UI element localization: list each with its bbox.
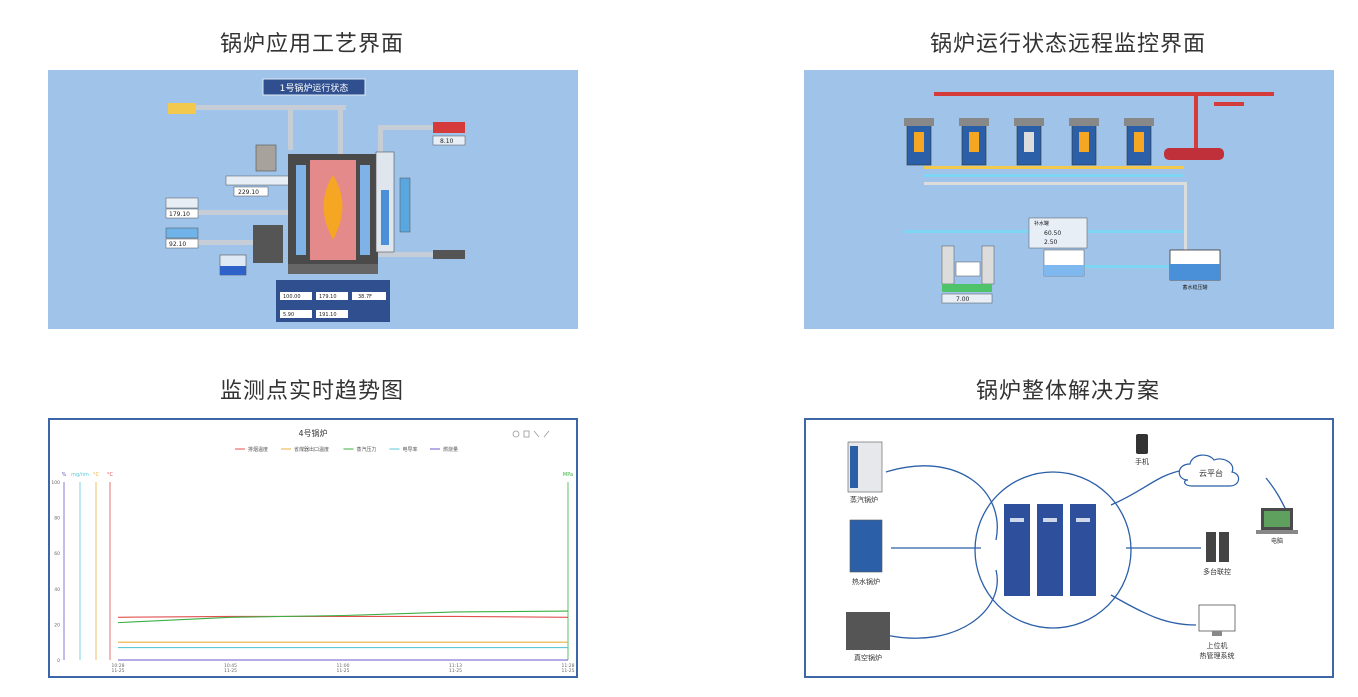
trend-series <box>117 610 569 661</box>
boiler-unit <box>1069 118 1099 166</box>
zoom-icon[interactable] <box>533 430 540 438</box>
legend-label[interactable]: 排烟温度 <box>248 446 268 453</box>
solution-panel: 蒸汽锅炉 热水锅炉 真空锅炉 手机 云平台 电脑 多台联控 上位机 热管理系统 <box>804 418 1334 678</box>
process-interface-panel: 1号锅炉运行状态 8.10 179.10 92.10 229.10 <box>48 70 578 329</box>
controller-cabinet-icon <box>1004 504 1096 596</box>
table-value-3: 5.90 <box>283 312 294 318</box>
x-tick-label: 11-25 <box>224 668 237 674</box>
computer-label: 电脑 <box>1271 537 1283 545</box>
remote-readout-2: 2.50 <box>1044 239 1058 246</box>
edit-icon[interactable] <box>543 430 550 438</box>
left-readout-1: 179.10 <box>169 211 190 218</box>
y-tick-label: 80 <box>54 516 60 522</box>
gas-inlet-tag <box>168 103 196 114</box>
x-tick-label: 10:45 <box>224 663 237 669</box>
inlet-label: 补水罐 <box>1034 220 1049 227</box>
remote-readout-3: 7.00 <box>956 296 970 303</box>
process-heading: 1号锅炉运行状态 <box>280 82 349 94</box>
left-readout-2: 92.10 <box>169 241 186 248</box>
section-title-trend: 监测点实时趋势图 <box>219 379 404 404</box>
table-value-4: 191.10 <box>319 312 337 318</box>
y-axis-unit: mg/nm <box>71 472 89 478</box>
y-axis-unit: °C <box>93 472 100 478</box>
y-tick-label: 0 <box>57 658 60 664</box>
boiler-unit <box>1014 118 1044 166</box>
phone-label: 手机 <box>1135 457 1149 466</box>
section-title-remote: 锅炉运行状态远程监控界面 <box>929 32 1206 57</box>
boiler-unit <box>1124 118 1154 166</box>
steam-readout: 8.10 <box>440 138 454 145</box>
y-tick-label: 60 <box>54 551 60 557</box>
x-tick-label: 11:28 <box>562 663 575 669</box>
cloud-label: 云平台 <box>1199 468 1223 478</box>
y-axis-unit: °C <box>107 472 114 478</box>
upper-computer-icon <box>1198 604 1236 632</box>
solution-diagram: 蒸汽锅炉 热水锅炉 真空锅炉 手机 云平台 电脑 多台联控 上位机 热管理系统 <box>846 434 1298 662</box>
steam-outlet-tag <box>433 122 465 133</box>
y-tick-label: 20 <box>54 622 60 628</box>
hot-water-boiler-label: 热水锅炉 <box>852 577 880 586</box>
trend-axes: %mg/nm°C°C100806040200MPa10:2811-2510:45… <box>51 472 574 674</box>
outlet-tag <box>433 250 465 259</box>
legend-label[interactable]: 省煤器出口温度 <box>294 446 329 453</box>
trend-chart-title: 4号锅炉 <box>298 428 327 438</box>
cloud-icon <box>1178 454 1240 487</box>
steam-boiler-label: 蒸汽锅炉 <box>850 495 878 504</box>
steam-header-drum <box>1164 148 1224 160</box>
multi-control-icon <box>1206 532 1216 562</box>
economizer <box>255 144 277 172</box>
x-tick-label: 11-25 <box>561 668 574 674</box>
trend-chart-panel: 4号锅炉 排烟温度 省煤器出口温度 蒸汽压力 电导率 燃烧量 % mg/nm °C °C 100… <box>48 418 578 678</box>
legend-label[interactable]: 电导率 <box>403 446 418 453</box>
table-value-1: 100.00 <box>283 294 301 300</box>
storage-tank-label: 蓄水稳压罐 <box>1182 284 1207 291</box>
table-value-5: 38.7F <box>358 294 372 300</box>
heat-system-label: 热管理系统 <box>1200 651 1235 660</box>
vacuum-boiler-label: 真空锅炉 <box>854 653 882 662</box>
hot-water-boiler-icon <box>849 519 883 573</box>
main-readout: 229.10 <box>238 189 259 196</box>
flame-icon <box>323 175 343 240</box>
y-tick-label: 100 <box>51 480 60 486</box>
boiler-unit <box>904 118 934 166</box>
remote-monitor-panel: 7.00 补水罐 60.50 2.50 蓄水稳压罐 <box>804 70 1334 329</box>
x-tick-label: 11-25 <box>111 668 124 674</box>
trend-legend: 排烟温度 省煤器出口温度 蒸汽压力 电导率 燃烧量 <box>235 446 458 453</box>
heat-exchanger <box>253 225 283 263</box>
x-tick-label: 11-25 <box>336 668 349 674</box>
right-axis-unit: MPa <box>563 472 573 478</box>
x-tick-label: 10:28 <box>112 663 125 669</box>
process-diagram: 1号锅炉运行状态 8.10 179.10 92.10 229.10 <box>165 78 466 322</box>
upper-computer-label: 上位机 <box>1207 641 1228 650</box>
vacuum-boiler-icon <box>846 612 890 650</box>
remote-diagram: 7.00 补水罐 60.50 2.50 蓄水稳压罐 <box>904 92 1274 304</box>
y-axis-unit: % <box>62 472 67 478</box>
central-circle <box>974 471 1132 629</box>
toolbox-icons[interactable] <box>512 430 550 438</box>
table-value-2: 179.10 <box>319 294 337 300</box>
x-tick-label: 11:13 <box>449 663 462 669</box>
trend-chart: 4号锅炉 排烟温度 省煤器出口温度 蒸汽压力 电导率 燃烧量 % mg/nm °C °C 100… <box>51 428 574 674</box>
section-title-solution: 锅炉整体解决方案 <box>975 379 1160 404</box>
series-line <box>117 610 569 624</box>
phone-icon <box>1136 434 1148 454</box>
data-view-icon[interactable] <box>523 430 530 438</box>
section-title-process: 锅炉应用工艺界面 <box>219 32 404 57</box>
series-line <box>117 615 569 618</box>
y-tick-label: 40 <box>54 587 60 593</box>
x-tick-label: 11:00 <box>337 663 350 669</box>
multi-control-label: 多台联控 <box>1203 567 1231 576</box>
boiler-unit <box>959 118 989 166</box>
legend-label[interactable]: 蒸汽压力 <box>357 446 377 453</box>
legend-label[interactable]: 燃烧量 <box>443 446 458 453</box>
refresh-icon[interactable] <box>512 430 520 438</box>
x-tick-label: 11-25 <box>449 668 462 674</box>
remote-readout-1: 60.50 <box>1044 230 1061 237</box>
